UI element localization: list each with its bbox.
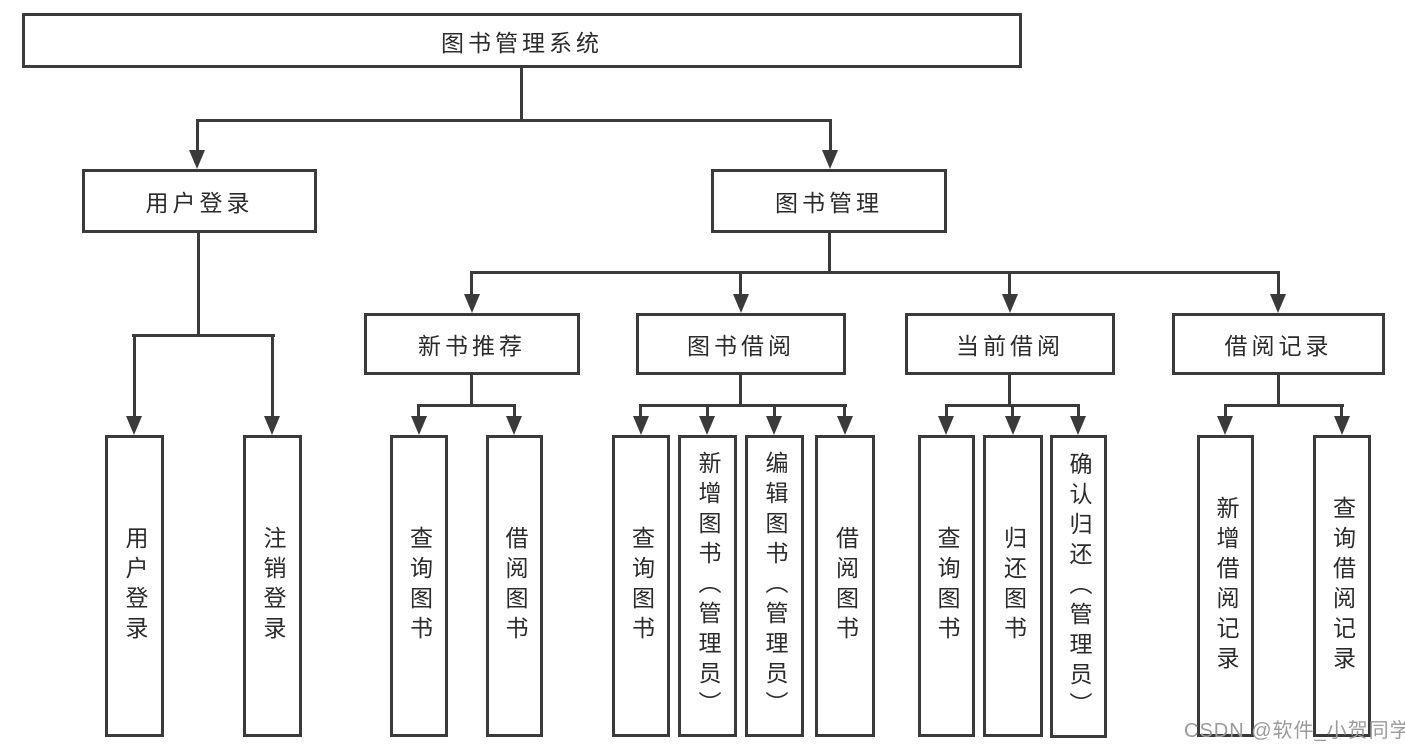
connector-vline [1011, 404, 1014, 420]
node-label: 图书借阅 [687, 333, 795, 359]
connector-vline [1277, 271, 1280, 297]
node-book-borrowing: 图书借阅 [636, 313, 846, 375]
connector-vline [829, 119, 832, 153]
connector-vline [639, 404, 642, 420]
leaf-current-query-book: 查询图书 [918, 435, 975, 737]
arrowhead-down-icon [126, 416, 142, 435]
node-label: 注销登录 [260, 526, 286, 646]
arrowhead-down-icon [766, 416, 782, 435]
arrowhead-down-icon [1002, 294, 1018, 313]
node-label: 图书管理系统 [441, 29, 603, 56]
leaf-newbook-borrow-book: 借阅图书 [486, 435, 543, 737]
leaf-borrow-borrow-book: 借阅图书 [815, 435, 875, 737]
connector-vline [133, 334, 136, 418]
arrowhead-down-icon [1217, 416, 1233, 435]
arrowhead-down-icon [938, 416, 954, 435]
connector-vline [197, 233, 200, 337]
node-label: 查询借阅记录 [1329, 496, 1356, 676]
leaf-current-confirm-return-admin: 确认归还（管理员） [1050, 435, 1107, 738]
watermark: CSDN @软件_小贺同学 [1184, 720, 1405, 742]
connector-vline [1077, 404, 1080, 420]
connector-vline [196, 119, 199, 153]
connector-vline [945, 404, 948, 420]
arrowhead-down-icon [837, 416, 853, 435]
node-new-book-recommend: 新书推荐 [364, 313, 580, 375]
node-label: 新增图书（管理员） [695, 451, 721, 721]
node-label: 用户登录 [145, 190, 254, 216]
connector-hline [470, 271, 1280, 274]
arrowhead-down-icon [411, 416, 427, 435]
arrowhead-down-icon [189, 150, 205, 169]
leaf-record-add-record: 新增借阅记录 [1197, 435, 1254, 737]
connector-vline [706, 404, 709, 420]
node-label: 借阅图书 [502, 526, 528, 646]
node-label: 归还图书 [1000, 526, 1027, 646]
node-label: 查询图书 [628, 526, 655, 646]
connector-vline [1224, 404, 1227, 420]
connector-hline [132, 334, 275, 337]
connector-vline [520, 68, 523, 120]
node-current-borrowing: 当前借阅 [905, 313, 1115, 375]
leaf-current-return-book: 归还图书 [983, 435, 1043, 737]
connector-hline [417, 404, 516, 407]
node-label: 查询图书 [934, 526, 960, 646]
node-label: 图书管理 [775, 190, 883, 216]
arrowhead-down-icon [633, 416, 649, 435]
node-label: 借阅图书 [832, 526, 859, 646]
connector-hline [639, 404, 847, 407]
connector-vline [470, 375, 473, 406]
node-label: 当前借阅 [956, 333, 1064, 359]
arrowhead-down-icon [506, 416, 522, 435]
connector-vline [828, 233, 831, 273]
node-borrowing-records: 借阅记录 [1172, 313, 1385, 375]
arrowhead-down-icon [464, 294, 480, 313]
connector-hline [196, 119, 832, 122]
leaf-user-login: 用户登录 [105, 435, 164, 737]
arrowhead-down-icon [733, 294, 749, 313]
node-label: 新增借阅记录 [1213, 496, 1239, 676]
arrowhead-down-icon [1270, 294, 1286, 313]
leaf-borrow-add-book-admin: 新增图书（管理员） [678, 435, 737, 737]
node-label: 借阅记录 [1224, 333, 1333, 359]
node-label: 查询图书 [406, 526, 433, 646]
node-book-management: 图书管理 [711, 169, 947, 233]
connector-vline [1277, 375, 1280, 406]
arrowhead-down-icon [699, 416, 715, 435]
connector-vline [739, 375, 742, 406]
connector-vline [271, 334, 274, 418]
leaf-borrow-edit-book-admin: 编辑图书（管理员） [745, 435, 804, 737]
connector-vline [773, 404, 776, 420]
connector-vline [843, 404, 846, 420]
arrowhead-down-icon [1334, 416, 1350, 435]
leaf-record-query-record: 查询借阅记录 [1313, 435, 1371, 737]
leaf-newbook-query-book: 查询图书 [390, 435, 448, 737]
connector-hline [1224, 404, 1344, 407]
connector-vline [1008, 375, 1011, 406]
connector-vline [417, 404, 420, 420]
node-user-login: 用户登录 [82, 169, 317, 233]
leaf-borrow-query-book: 查询图书 [612, 435, 670, 737]
node-label: 确认归还（管理员） [1066, 451, 1092, 722]
node-label: 编辑图书（管理员） [762, 451, 788, 721]
connector-vline [1340, 404, 1343, 420]
arrowhead-down-icon [264, 416, 280, 435]
node-label: 新书推荐 [418, 333, 526, 359]
node-library-management-system: 图书管理系统 [22, 13, 1022, 68]
connector-vline [470, 271, 473, 297]
connector-vline [513, 404, 516, 420]
arrowhead-down-icon [1070, 416, 1086, 435]
connector-vline [1008, 271, 1011, 297]
arrowhead-down-icon [1005, 416, 1021, 435]
node-label: 用户登录 [122, 526, 148, 646]
connector-vline [739, 271, 742, 297]
arrowhead-down-icon [822, 150, 838, 169]
leaf-logout: 注销登录 [243, 435, 302, 737]
